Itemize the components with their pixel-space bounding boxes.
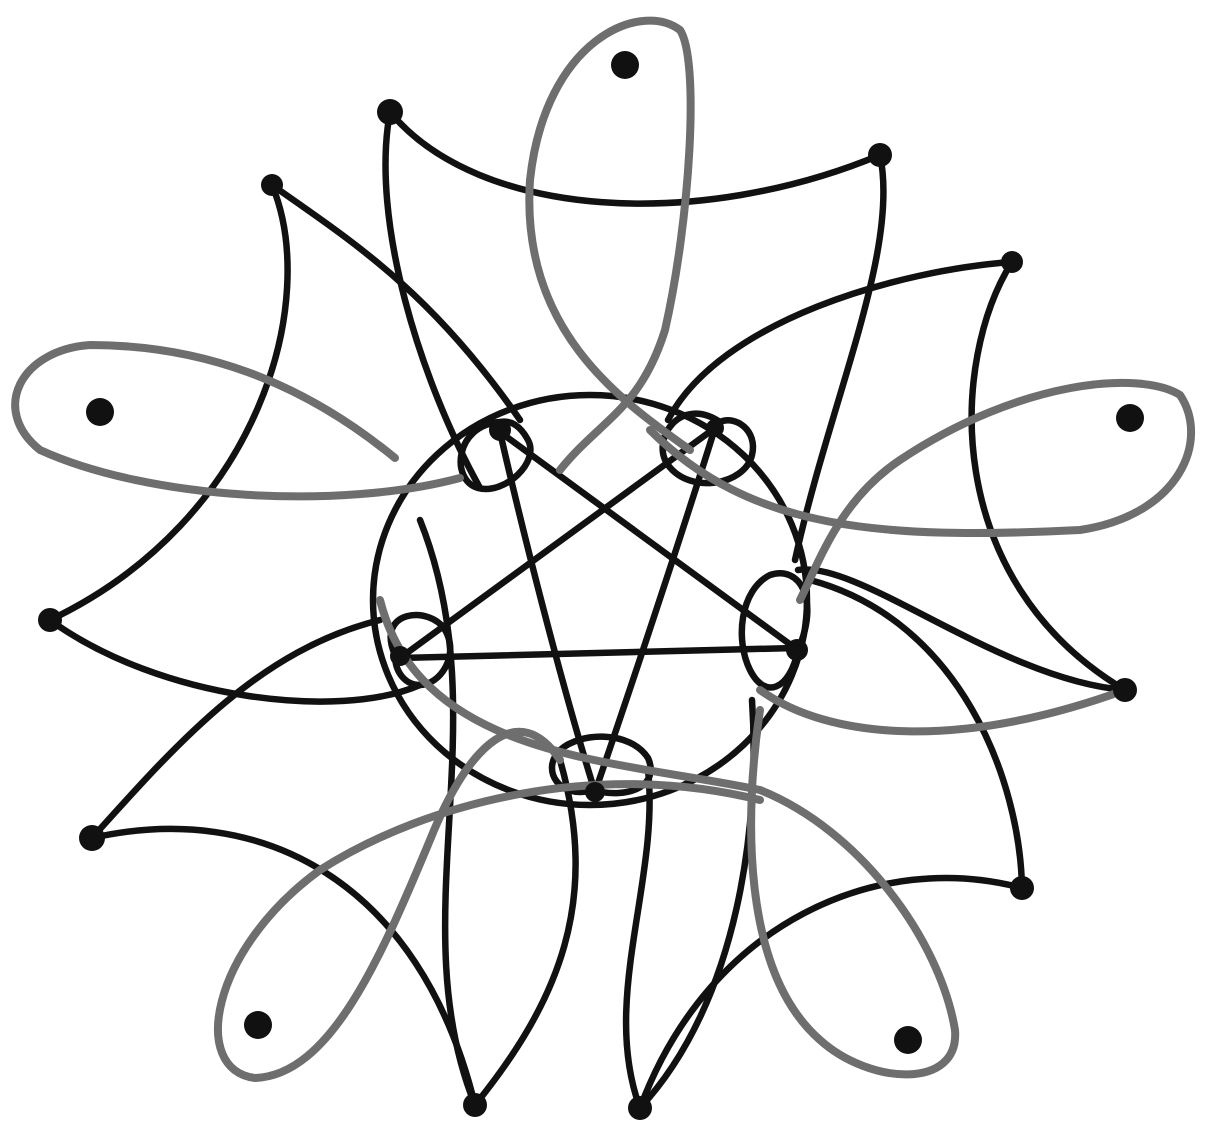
vertex	[79, 825, 105, 851]
gray-loops	[15, 21, 1191, 1078]
edge	[390, 112, 880, 204]
vertex	[1113, 678, 1137, 702]
vertex	[628, 1096, 652, 1120]
star-edge	[400, 648, 795, 658]
loop-vertex	[611, 51, 639, 79]
edge	[272, 185, 520, 420]
inner-vertex	[706, 419, 724, 437]
gray-loop-left	[15, 345, 460, 496]
edge	[626, 770, 650, 1108]
vertex	[1010, 876, 1034, 900]
vertex	[463, 1093, 487, 1117]
edge	[795, 155, 884, 560]
star-edge	[595, 428, 715, 792]
loop-vertex	[244, 1011, 272, 1039]
vertex	[868, 143, 892, 167]
edge	[972, 262, 1125, 690]
vertices	[38, 51, 1144, 1120]
gray-loop-top	[529, 21, 690, 470]
gray-loop-lower-right	[380, 600, 955, 1074]
edge	[640, 700, 754, 1108]
edge	[798, 569, 1125, 690]
edge	[475, 760, 576, 1105]
inner-vertex	[390, 646, 410, 666]
inner-vertex	[786, 639, 808, 661]
vertex	[261, 174, 283, 196]
inner-vertex	[489, 419, 511, 441]
loop-vertex	[86, 398, 114, 426]
edge	[50, 185, 288, 620]
black-curves	[50, 112, 1125, 1108]
loop-vertex	[1116, 404, 1144, 432]
vertex	[1001, 251, 1023, 273]
vertex	[377, 99, 403, 125]
gray-arc	[760, 690, 1125, 731]
loop-vertex	[894, 1026, 922, 1054]
central-circle	[373, 395, 807, 805]
edge	[50, 620, 420, 702]
vertex	[38, 608, 62, 632]
edge	[92, 620, 380, 838]
gray-loop-right	[650, 383, 1191, 600]
edge	[640, 878, 1022, 1108]
inner-vertex	[585, 782, 605, 802]
